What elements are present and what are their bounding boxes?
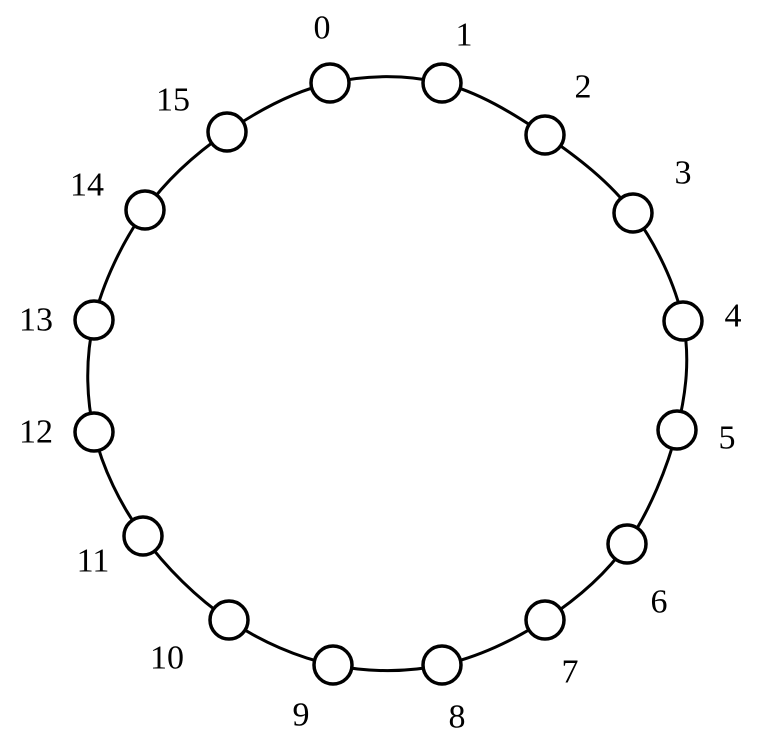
node-label-5: 5 bbox=[719, 420, 736, 457]
node-label-4: 4 bbox=[725, 298, 742, 335]
ring-node-1 bbox=[421, 62, 463, 104]
node-label-8: 8 bbox=[449, 699, 466, 736]
ring-node-4 bbox=[662, 300, 704, 342]
ring-node-0 bbox=[309, 62, 351, 104]
node-label-3: 3 bbox=[675, 155, 692, 192]
ring-node-15 bbox=[206, 111, 248, 153]
node-label-15: 15 bbox=[156, 82, 190, 119]
node-label-1: 1 bbox=[456, 17, 473, 54]
ring-node-10 bbox=[208, 599, 250, 641]
node-label-7: 7 bbox=[562, 654, 579, 691]
ring-node-7 bbox=[524, 599, 566, 641]
node-label-6: 6 bbox=[651, 584, 668, 621]
node-label-12: 12 bbox=[19, 414, 53, 451]
ring-node-12 bbox=[73, 411, 115, 453]
ring-node-6 bbox=[606, 523, 648, 565]
ring-connection-path bbox=[86, 75, 689, 673]
ring-node-3 bbox=[612, 192, 654, 234]
ring-node-11 bbox=[122, 515, 164, 557]
ring-node-13 bbox=[73, 299, 115, 341]
ring-node-2 bbox=[524, 114, 566, 156]
ring-node-14 bbox=[124, 189, 166, 231]
node-label-11: 11 bbox=[77, 543, 110, 580]
node-label-0: 0 bbox=[314, 10, 331, 47]
ring-node-9 bbox=[312, 644, 354, 686]
ring-node-8 bbox=[421, 644, 463, 686]
node-label-13: 13 bbox=[19, 302, 53, 339]
node-label-2: 2 bbox=[575, 69, 592, 106]
ring-node-5 bbox=[656, 409, 698, 451]
node-label-9: 9 bbox=[293, 697, 310, 734]
node-label-10: 10 bbox=[150, 640, 184, 677]
ring-nodes bbox=[73, 62, 704, 686]
node-label-14: 14 bbox=[70, 167, 104, 204]
